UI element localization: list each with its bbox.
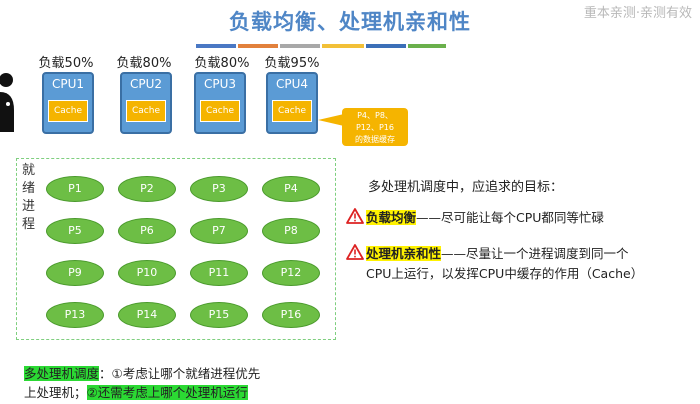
- cpu1-name: CPU1: [51, 77, 85, 91]
- color-bar-1: [196, 44, 236, 48]
- goal-load-balance: 负载均衡——尽可能让每个CPU都同等忙碌: [366, 208, 604, 228]
- color-bar-2: [238, 44, 278, 48]
- cpu1: CPU1 Cache: [42, 72, 94, 134]
- cpu3-name: CPU3: [203, 77, 237, 91]
- cpu2-cache: Cache: [126, 100, 166, 122]
- process-p9: P9: [46, 260, 104, 286]
- process-p7: P7: [190, 218, 248, 244]
- bottom-part3: ②还需考虑上哪个处理机运行: [86, 385, 248, 400]
- process-p5: P5: [46, 218, 104, 244]
- cpu3-load: 负载80%: [194, 56, 250, 71]
- cpu4-name: CPU4: [275, 77, 309, 91]
- cpu1-cache: Cache: [48, 100, 88, 122]
- cpu1-load: 负载50%: [38, 56, 94, 71]
- color-bar-3: [280, 44, 320, 48]
- color-bar-5: [366, 44, 406, 48]
- process-p13: P13: [46, 302, 104, 328]
- affinity-desc2: CPU上运行，以发挥CPU中缓存的作用（Cache）: [366, 266, 644, 281]
- person-icon: [0, 73, 14, 132]
- color-bar-6: [408, 44, 446, 48]
- affinity-desc1: ——尽量让一个进程调度到同一个: [441, 246, 629, 261]
- callout-line2: P12、P16: [355, 123, 394, 132]
- process-p8: P8: [262, 218, 320, 244]
- load-balance-term: 负载均衡: [366, 210, 417, 225]
- cpu2-load: 负载80%: [116, 56, 172, 71]
- ready-queue-box: [16, 158, 336, 340]
- bottom-note-line1: 多处理机调度：①考虑让哪个就绪进程优先: [24, 364, 260, 383]
- cpu2: CPU2 Cache: [120, 72, 172, 134]
- process-p1: P1: [46, 176, 104, 202]
- callout-line1: P4、P8、: [357, 111, 393, 120]
- affinity-term: 处理机亲和性: [366, 246, 442, 261]
- process-p3: P3: [190, 176, 248, 202]
- process-p10: P10: [118, 260, 176, 286]
- bottom-term: 多处理机调度: [24, 366, 100, 381]
- cpu4-cache: Cache: [272, 100, 312, 122]
- watermark: 重本亲测·亲测有效: [583, 6, 692, 21]
- bottom-part1: ：①考虑让哪个就绪进程优先: [99, 366, 261, 381]
- process-p6: P6: [118, 218, 176, 244]
- cpu3: CPU3 Cache: [194, 72, 246, 134]
- color-bar-4: [322, 44, 364, 48]
- page-title: 负载均衡、处理机亲和性: [229, 10, 471, 34]
- ready-queue-label: 就绪进程: [22, 163, 36, 232]
- cpu2-name: CPU2: [129, 77, 163, 91]
- warning-icon: [346, 208, 364, 224]
- process-p16: P16: [262, 302, 320, 328]
- process-p12: P12: [262, 260, 320, 286]
- callout-pointer: [318, 114, 344, 126]
- callout-line3: 的数据缓存: [355, 135, 395, 144]
- cpu4-load: 负载95%: [264, 56, 320, 71]
- process-p15: P15: [190, 302, 248, 328]
- cache-callout: P4、P8、 P12、P16 的数据缓存: [342, 108, 408, 146]
- cpu3-cache: Cache: [200, 100, 240, 122]
- process-p14: P14: [118, 302, 176, 328]
- load-balance-desc: ——尽可能让每个CPU都同等忙碌: [416, 210, 604, 225]
- goals-heading: 多处理机调度中，应追求的目标：: [368, 180, 564, 195]
- warning-icon: [346, 244, 364, 260]
- process-p4: P4: [262, 176, 320, 202]
- process-p2: P2: [118, 176, 176, 202]
- cpu4: CPU4 Cache: [266, 72, 318, 134]
- process-p11: P11: [190, 260, 248, 286]
- bottom-part2: 上处理机；: [24, 385, 87, 400]
- goal-affinity: 处理机亲和性——尽量让一个进程调度到同一个 CPU上运行，以发挥CPU中缓存的作…: [366, 244, 696, 284]
- bottom-note-line2: 上处理机；②还需考虑上哪个处理机运行: [24, 383, 248, 402]
